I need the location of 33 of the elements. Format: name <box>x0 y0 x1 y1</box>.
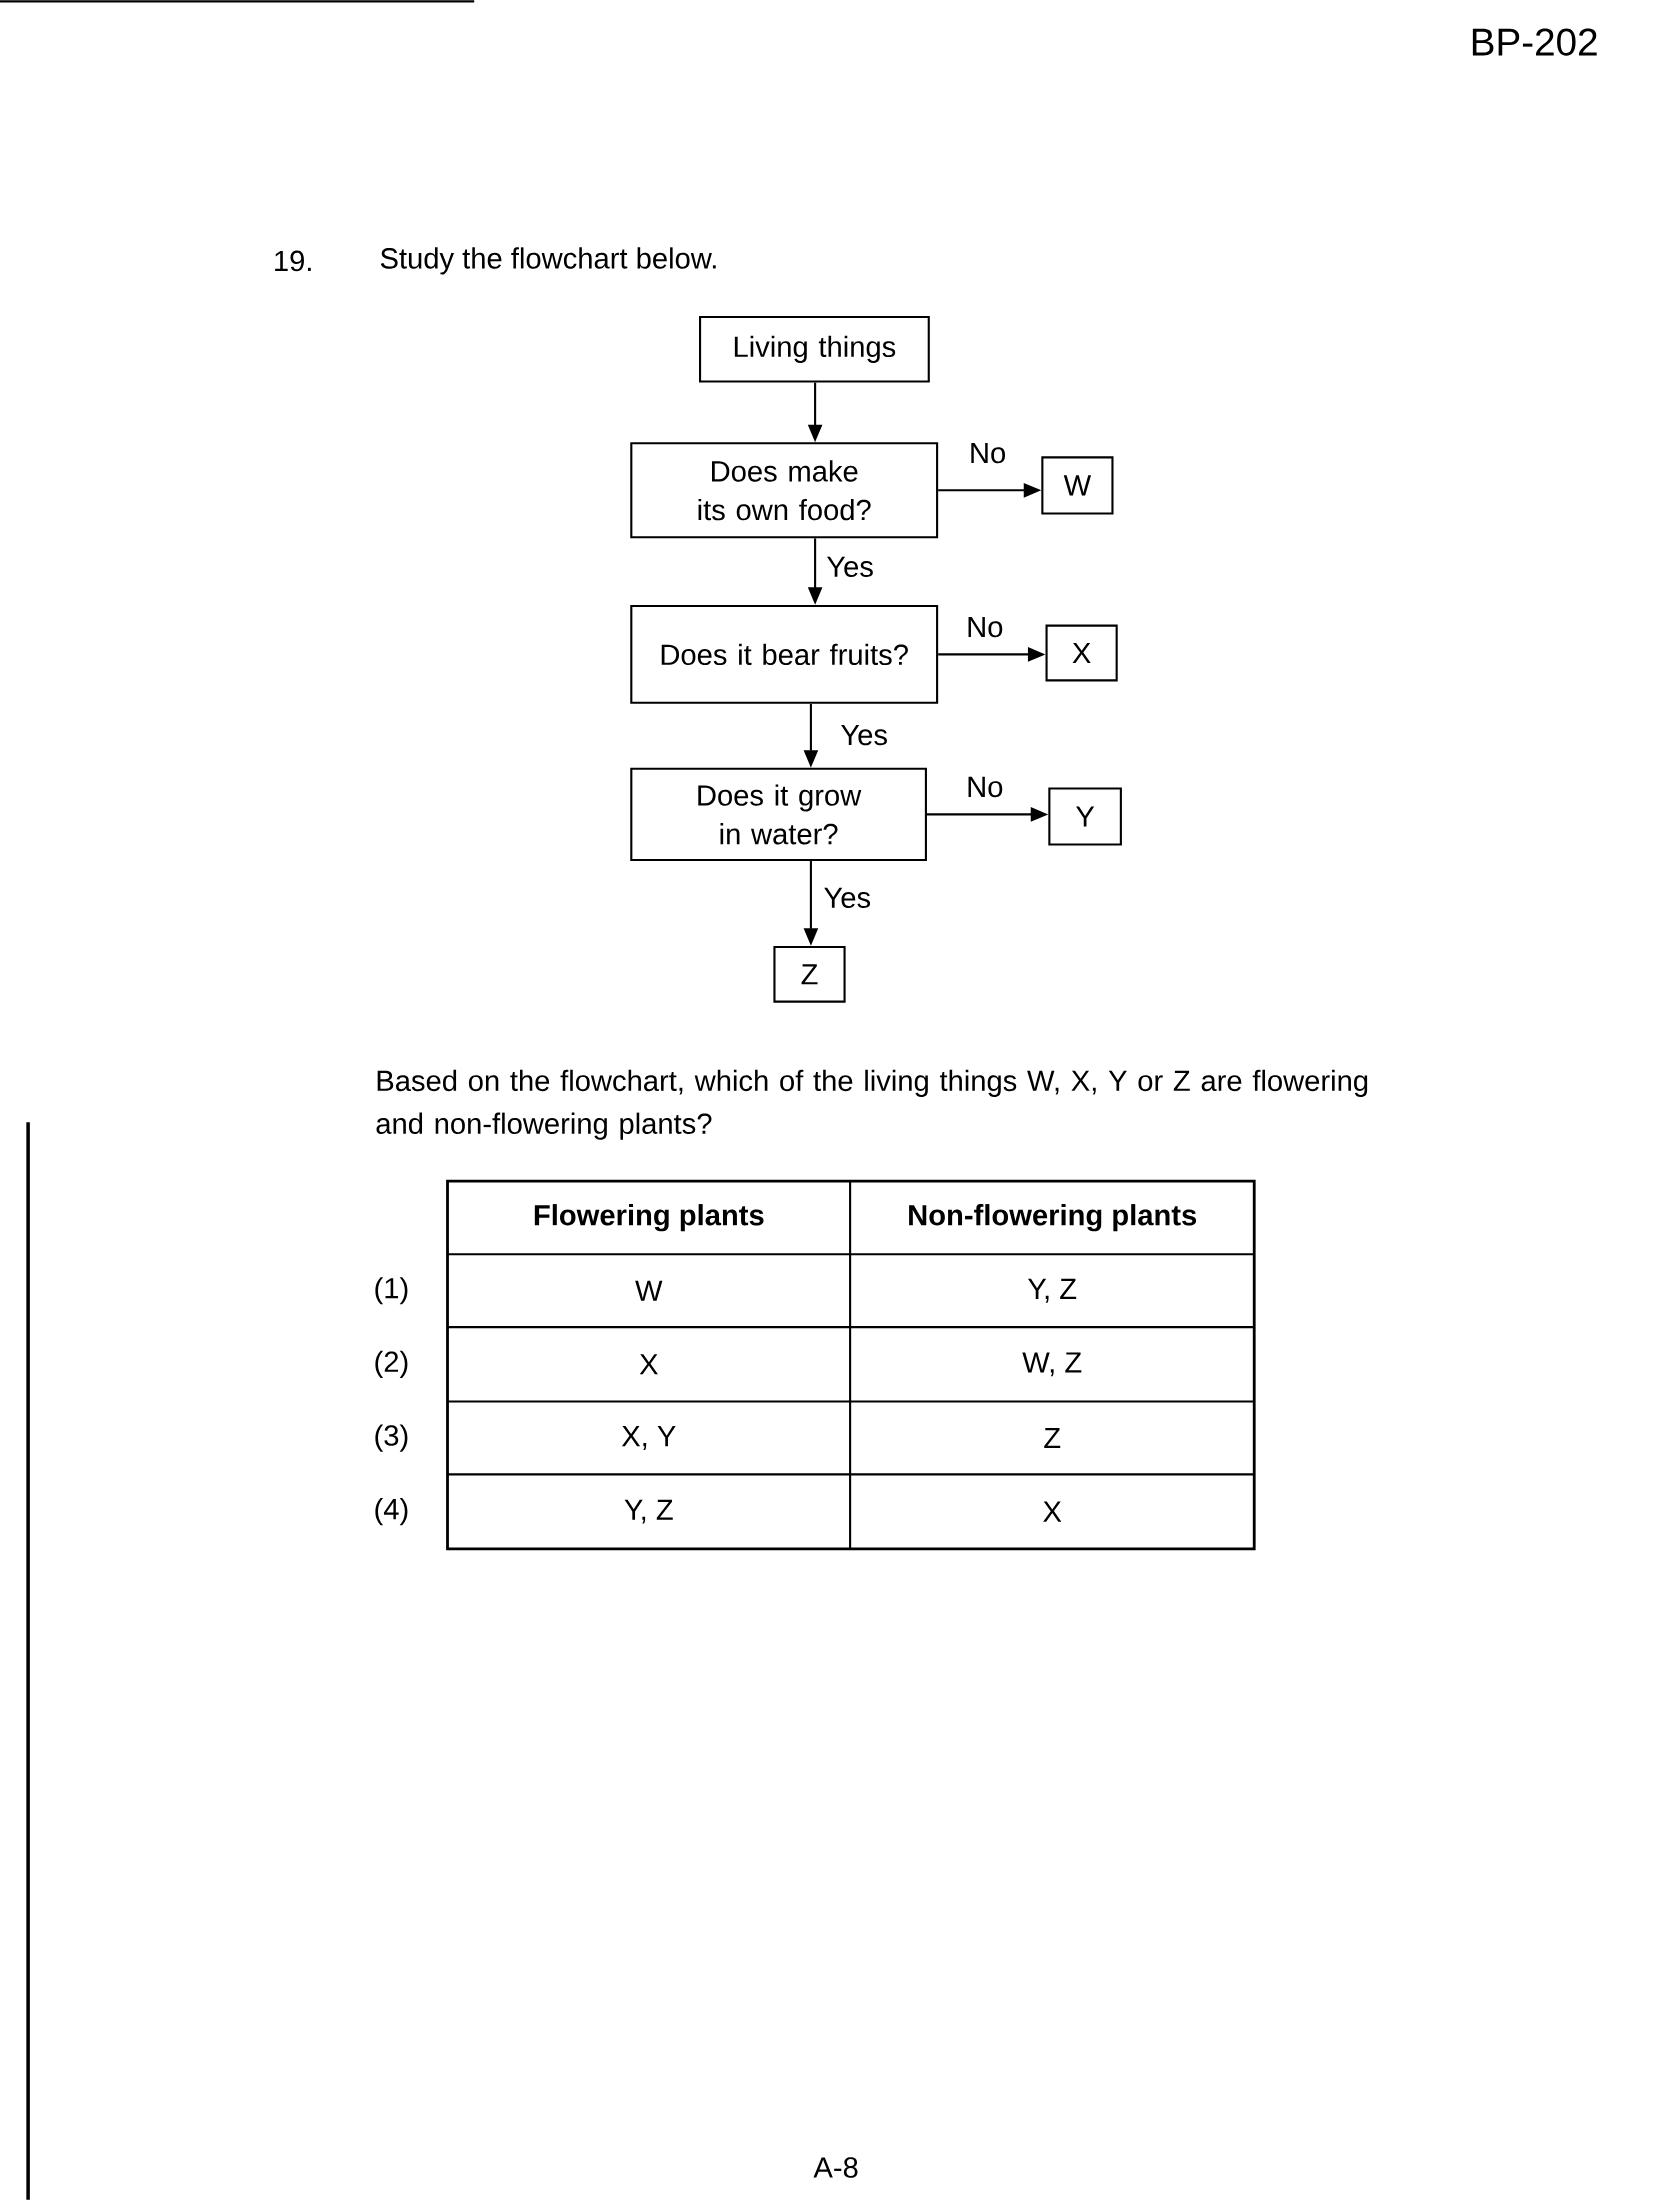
result-box: Y <box>1048 787 1122 846</box>
process-box: Does it bear fruits? <box>630 604 939 704</box>
table-text: Z <box>1044 1428 1061 1449</box>
table-text: W, Z <box>1022 1352 1082 1377</box>
edge-label: No <box>965 439 1010 467</box>
process-box: Does make its own food? <box>630 442 939 539</box>
edge-label: Yes <box>822 553 878 581</box>
table-text: X <box>1043 1501 1062 1522</box>
option-number: (1) <box>375 1277 408 1305</box>
process-box: Living things <box>699 316 930 383</box>
page-number: A-8 <box>813 2157 858 2178</box>
result-box: X <box>1045 624 1118 682</box>
column-header: Flowering plants <box>534 1204 764 1232</box>
question-text: Based on the flowchart, which of the living things W, X, Y or Z are flowering and non-flowering plants? <box>376 1069 1368 1140</box>
table-text: W <box>635 1280 663 1301</box>
question-number: 19. <box>275 250 311 272</box>
edge-label: No <box>962 613 1007 641</box>
column-header: Non-flowering plants <box>909 1204 1197 1232</box>
page-code: BP-202 <box>1472 28 1597 56</box>
option-number: (2) <box>375 1350 408 1378</box>
option-number: (3) <box>375 1424 408 1452</box>
result-box: W <box>1041 456 1114 515</box>
edge-label: Yes <box>836 721 892 749</box>
table-text: Y, Z <box>624 1499 673 1524</box>
table-text: Y, Z <box>1028 1278 1077 1303</box>
result-box: Z <box>773 945 846 1003</box>
table-text: X, Y <box>621 1426 676 1450</box>
edge-label: Yes <box>820 884 875 912</box>
table-text: X <box>639 1354 658 1375</box>
instruction-text: Study the flowchart below. <box>380 247 716 275</box>
process-box: Does it grow in water? <box>630 767 927 862</box>
option-number: (4) <box>375 1498 408 1526</box>
edge-label: No <box>962 773 1007 801</box>
